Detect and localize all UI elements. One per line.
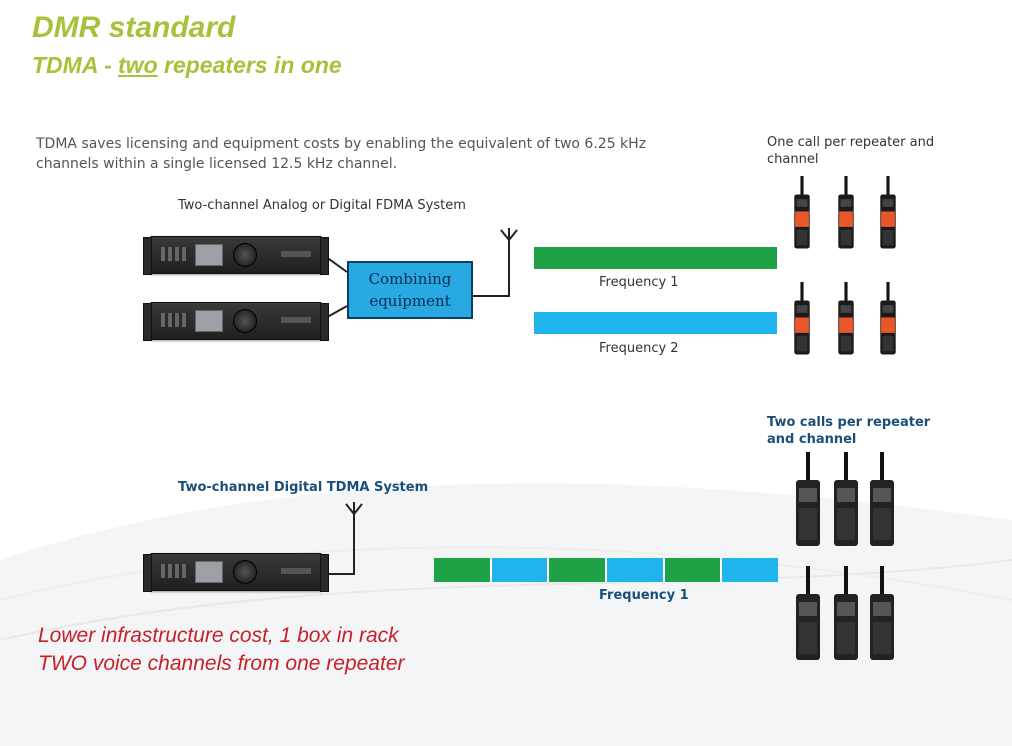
antenna-icon-fdma <box>500 228 518 241</box>
radio-icon <box>796 452 820 546</box>
timeslot-4 <box>607 558 665 582</box>
radio-icon <box>870 566 894 660</box>
wire-combiner-antenna <box>473 240 510 297</box>
subtitle-prefix: TDMA - <box>32 52 119 78</box>
antenna-icon-tdma <box>345 502 363 515</box>
timeslot-6 <box>722 558 779 582</box>
repeater-icon-2 <box>143 302 329 341</box>
two-calls-label: Two calls per repeater and channel <box>767 415 931 447</box>
timeslot-3 <box>549 558 608 582</box>
timeslot-5 <box>664 558 723 582</box>
frequency-1-label: Frequency 1 <box>599 275 679 290</box>
frequency-1-band <box>534 247 777 269</box>
timeslot-1 <box>434 558 492 582</box>
subtitle-suffix: repeaters in one <box>157 52 342 78</box>
radio-icon <box>794 176 810 249</box>
subtitle-underlined: two <box>118 52 158 78</box>
repeater-icon-1 <box>143 236 329 275</box>
radio-icon <box>880 282 896 355</box>
combining-equipment-label: Combining equipment <box>368 270 452 310</box>
bottom-line-1: Lower infrastructure cost, 1 box in rack <box>38 624 399 647</box>
tdma-system-label: Two-channel Digital TDMA System <box>178 480 429 495</box>
radio-icon <box>796 566 820 660</box>
tdma-frequency-label: Frequency 1 <box>599 588 689 603</box>
frequency-2-band <box>534 312 777 334</box>
radio-icon <box>794 282 810 355</box>
radio-icon <box>834 452 858 546</box>
radio-icon <box>880 176 896 249</box>
wire-repeater-tdma-antenna <box>326 514 355 575</box>
frequency-2-label: Frequency 2 <box>599 341 679 356</box>
radio-icon <box>834 566 858 660</box>
repeater-icon-tdma <box>143 553 329 592</box>
tdma-timeslot-band <box>434 558 779 582</box>
radio-icon <box>838 282 854 355</box>
one-call-label: One call per repeater and channel <box>767 135 935 167</box>
page-title: DMR standard <box>32 11 236 44</box>
radio-icon <box>870 452 894 546</box>
page-subtitle: TDMA - two repeaters in one <box>32 50 342 80</box>
description-text: TDMA saves licensing and equipment costs… <box>36 136 647 172</box>
timeslot-2 <box>491 558 550 582</box>
combining-equipment-box: Combining equipment <box>347 261 473 319</box>
fdma-system-label: Two-channel Analog or Digital FDMA Syste… <box>178 198 466 213</box>
bottom-highlight: Lower infrastructure cost, 1 box in rack… <box>38 622 405 678</box>
radio-icon <box>838 176 854 249</box>
bottom-line-2: TWO voice channels from one repeater <box>38 652 405 675</box>
